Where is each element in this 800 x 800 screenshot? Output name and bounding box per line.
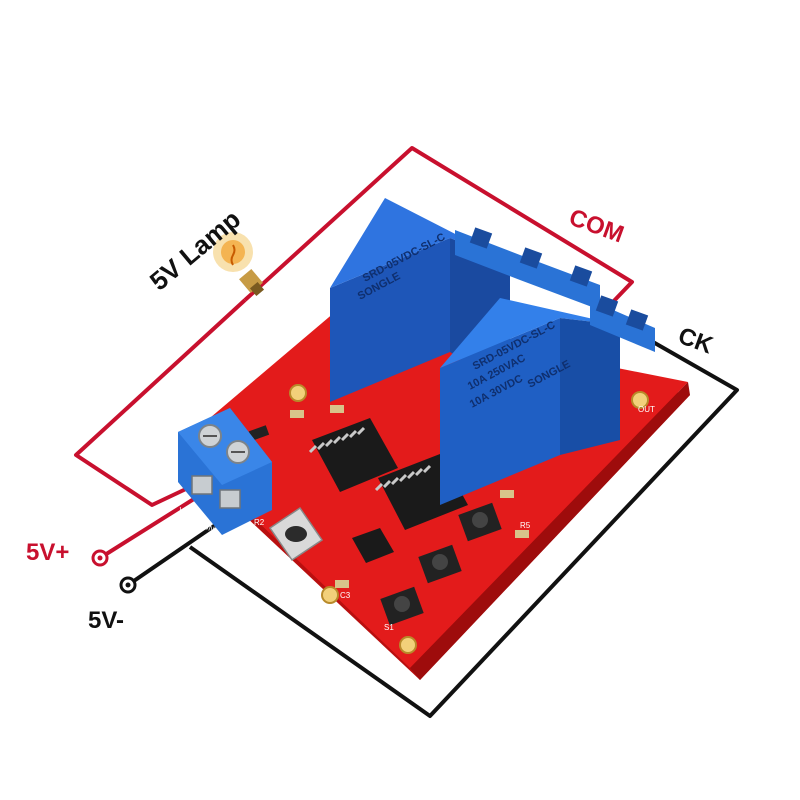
label-5v-minus: 5V-	[88, 607, 124, 634]
mounting-hole	[631, 391, 649, 409]
ir-receiver	[268, 506, 324, 562]
terminal-strip-back	[455, 227, 600, 310]
terminal-5vplus	[91, 549, 109, 567]
silk-r2: R2	[254, 518, 265, 527]
ic-chip-small	[352, 528, 394, 563]
red-wire-lamp-to-board	[74, 298, 247, 507]
red-wire-5vplus-lead	[98, 490, 207, 560]
label-com: COM	[565, 204, 627, 249]
ic-chip-left	[308, 418, 398, 492]
push-button-3	[380, 586, 424, 626]
red-wire-lamp-to-com	[243, 146, 634, 307]
lamp-bulb-icon	[213, 232, 265, 297]
silk-out: OUT	[638, 405, 655, 414]
red-wire-loop	[74, 146, 634, 560]
push-button-1	[458, 502, 502, 542]
terminal-5vminus	[119, 576, 137, 594]
push-button-2	[418, 544, 462, 584]
led-indicator	[248, 425, 270, 441]
black-wire-ck-loop	[188, 328, 739, 718]
silk-s1: S1	[384, 623, 394, 632]
silk-r1: R1	[256, 551, 267, 560]
relay-front: SRD-05VDC-SL-C 10A 250VAC 10A 30VDC SONG…	[440, 298, 620, 505]
label-ck: CK	[675, 322, 717, 359]
silk-vcc: VCC	[177, 505, 196, 519]
mounting-hole	[399, 636, 417, 654]
silk-c3: C3	[340, 591, 351, 600]
silk-r5: R5	[520, 521, 531, 530]
terminal-strip-front	[590, 295, 655, 352]
black-wire-5vminus-lead	[126, 513, 232, 587]
power-terminal-block	[178, 408, 272, 535]
black-wire-loop	[126, 328, 739, 718]
mounting-hole	[321, 586, 339, 604]
mounting-hole	[289, 384, 307, 402]
label-5v-plus: 5V+	[26, 539, 69, 566]
